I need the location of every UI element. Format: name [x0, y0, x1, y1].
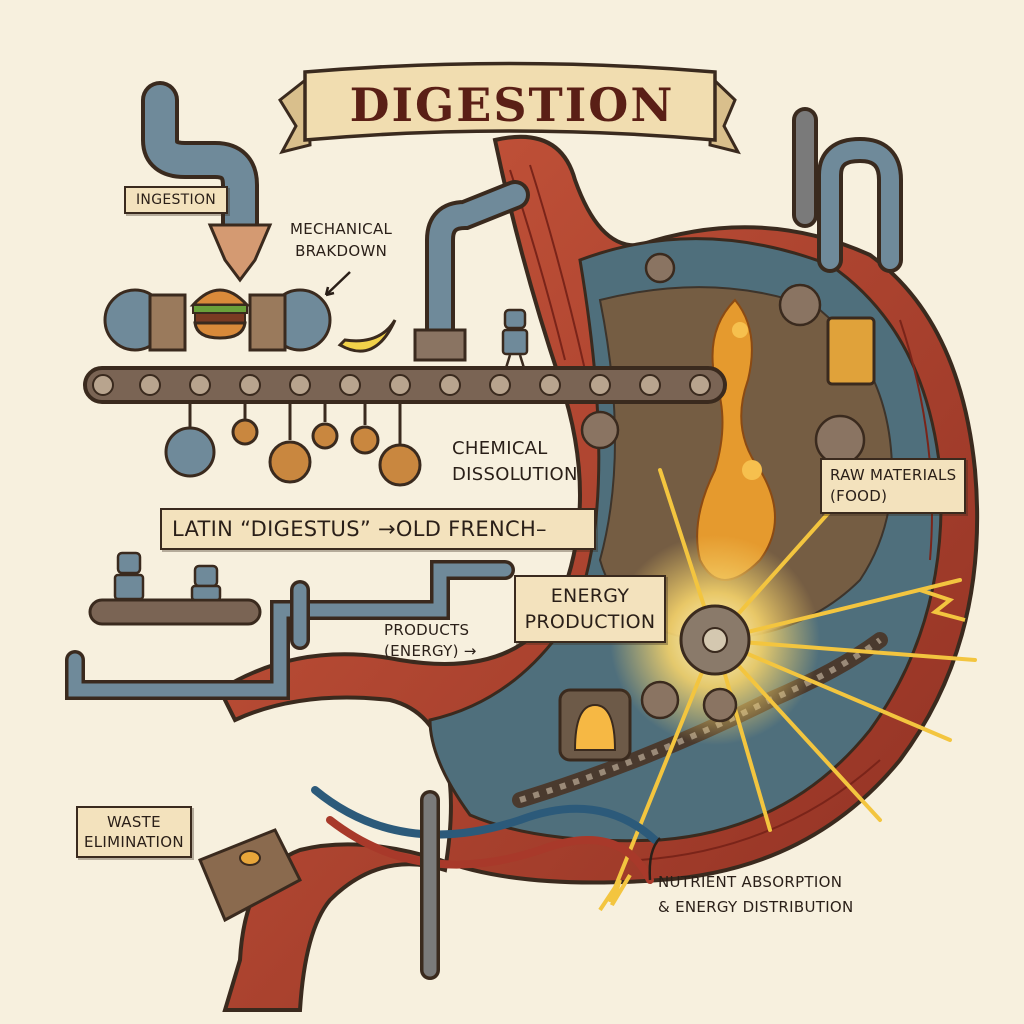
banana-food-item — [337, 319, 397, 353]
pipe-network — [65, 107, 903, 980]
page-title: DIGESTION — [349, 78, 675, 132]
ingestion-pipe — [141, 81, 273, 283]
label-ingestion: INGESTION — [124, 186, 229, 214]
top-conveyor — [83, 366, 727, 404]
gears — [580, 252, 866, 723]
label-etymology: LATIN “DIGESTUS” →OLD FRENCH– — [160, 508, 596, 550]
label-nutrient-absorption: NUTRIENT ABSORPTION & ENERGY DISTRIBUTIO… — [658, 873, 854, 916]
mechanical-arm — [413, 180, 530, 362]
mechanical-grinders — [103, 288, 332, 352]
label-chemical-dissolution: CHEMICAL DISSOLUTION — [452, 438, 578, 485]
label-mechanical-breakdown: MECHANICAL BRAKDOWN — [290, 220, 393, 260]
hanging-vessels — [164, 402, 422, 487]
robot-worker — [501, 308, 529, 369]
waste-chute — [198, 828, 302, 923]
label-energy-production: ENERGY PRODUCTION — [514, 575, 666, 643]
lower-left-conveyor — [88, 551, 262, 626]
label-products-energy: PRODUCTS (ENERGY) → — [384, 621, 477, 660]
label-waste-elimination: WASTE ELIMINATION — [76, 806, 192, 858]
label-raw-materials: RAW MATERIALS (FOOD) — [820, 458, 967, 514]
title-banner — [278, 61, 741, 155]
leader-lines — [324, 271, 661, 881]
burger-food-item — [189, 288, 251, 340]
stomach — [217, 134, 980, 1012]
